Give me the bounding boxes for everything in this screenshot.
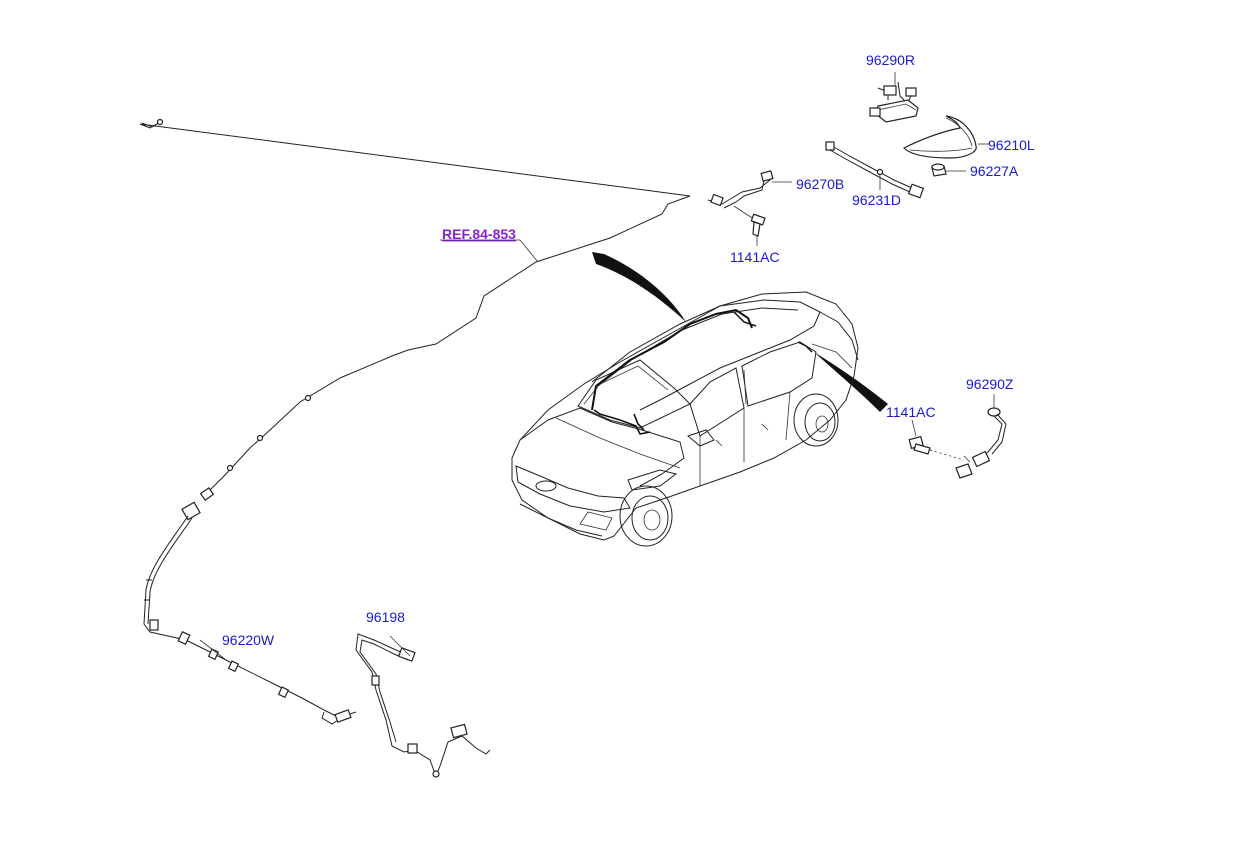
label-ref-84-853[interactable]: REF.84-853	[442, 226, 516, 242]
grommet-96227a[interactable]	[931, 163, 966, 177]
bolt-1141ac-top[interactable]	[750, 213, 766, 246]
label-96227a[interactable]: 96227A	[970, 163, 1019, 179]
cable-96270b[interactable]	[707, 170, 792, 221]
antenna-module-96290r[interactable]	[869, 72, 919, 123]
bolt-1141ac-right[interactable]	[908, 419, 965, 461]
label-96220w[interactable]: 96220W	[222, 632, 275, 648]
cable-96198[interactable]	[355, 633, 491, 778]
cable-96231d[interactable]	[825, 141, 925, 199]
car-outline-icon	[511, 291, 859, 547]
pointer-arrows	[592, 252, 888, 412]
label-96210l[interactable]: 96210L	[988, 137, 1035, 153]
label-96270b[interactable]: 96270B	[796, 176, 844, 192]
label-96290r[interactable]: 96290R	[866, 52, 915, 68]
label-1141ac-top[interactable]: 1141AC	[730, 249, 780, 265]
label-96231d[interactable]: 96231D	[852, 192, 901, 208]
ref-leader-line	[440, 239, 539, 263]
cable-96220w[interactable]	[143, 501, 357, 725]
label-96198[interactable]: 96198	[366, 609, 405, 625]
sensor-96290z[interactable]	[955, 394, 1007, 479]
shark-fin-antenna-96210l[interactable]	[902, 115, 990, 159]
label-96290z[interactable]: 96290Z	[966, 376, 1014, 392]
roof-harness-ref-84-853	[139, 118, 691, 501]
label-1141ac-right[interactable]: 1141AC	[886, 404, 936, 420]
